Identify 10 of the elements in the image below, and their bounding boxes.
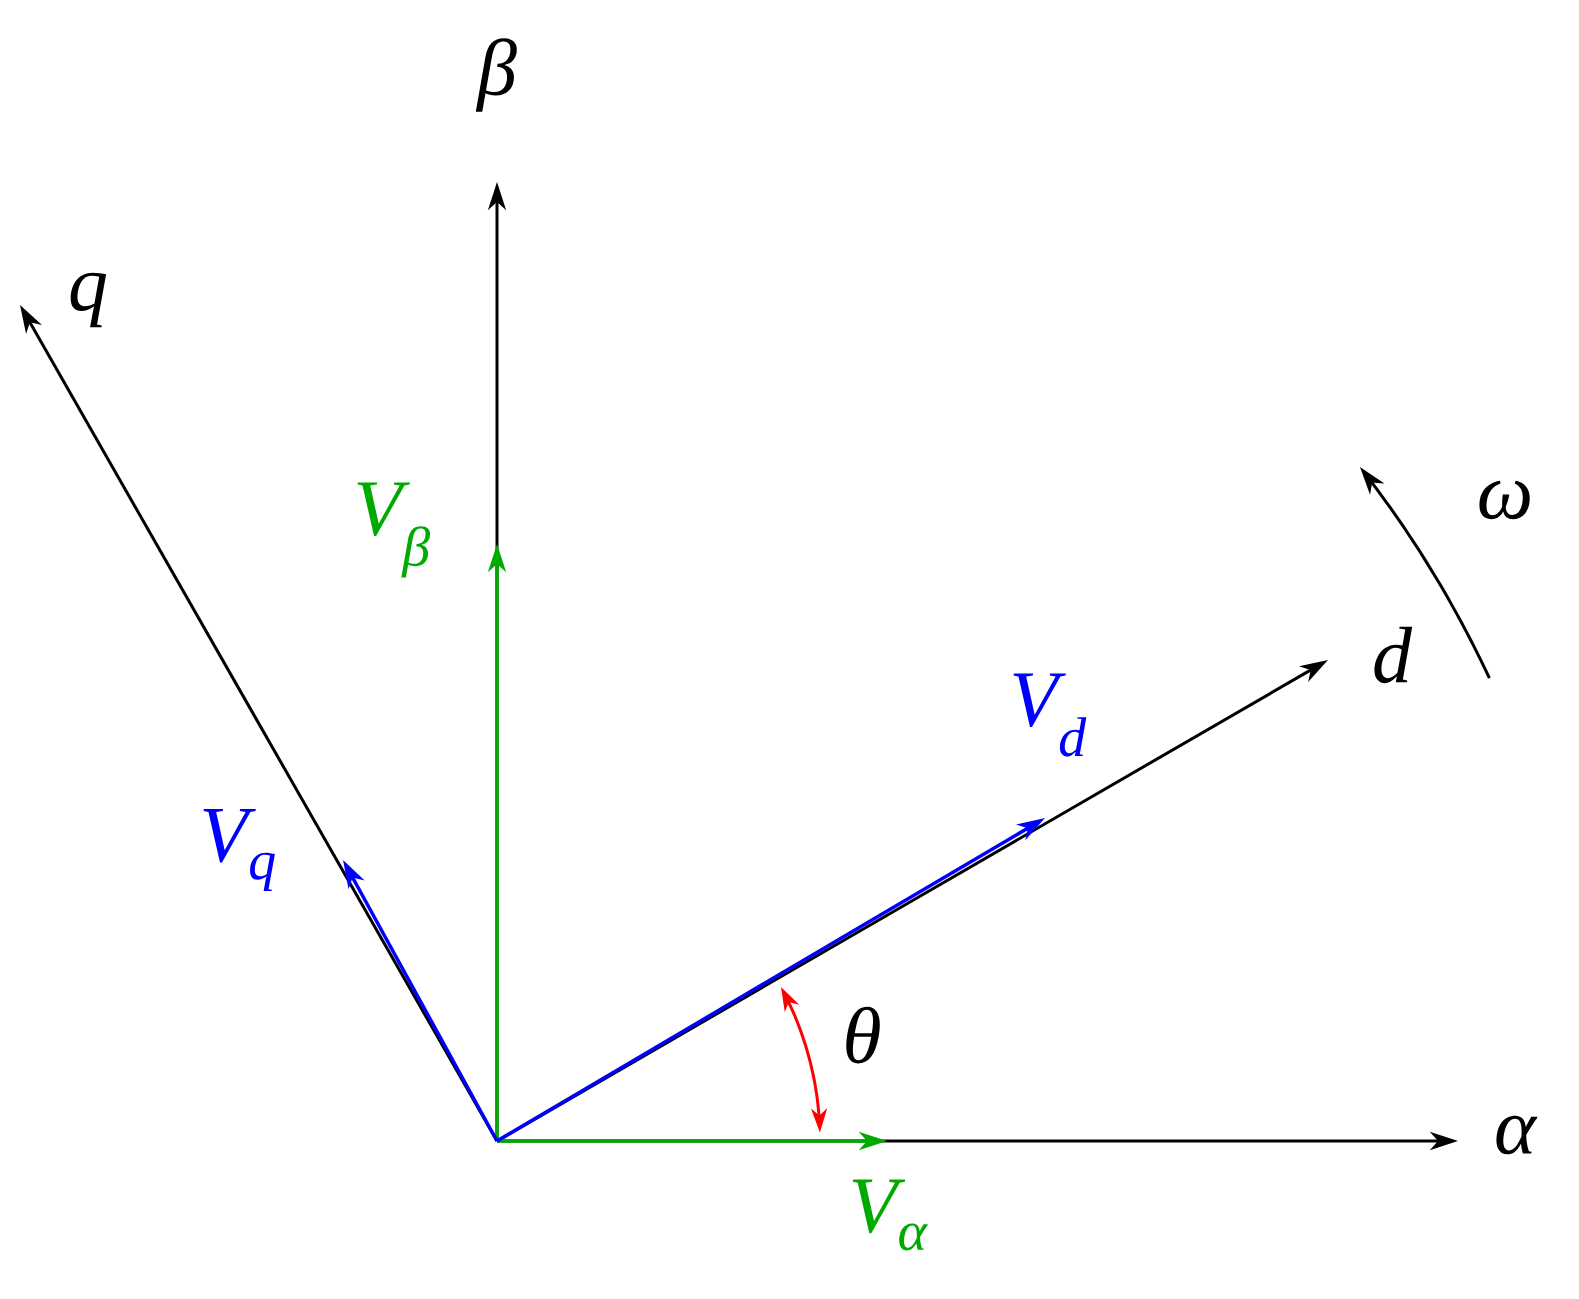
axis-label: α: [1496, 1115, 1538, 1155]
vector-label: V$_{d}$: [1013, 673, 1087, 757]
angle-label: θ: [846, 1006, 880, 1064]
axis-label: q: [70, 272, 107, 328]
vector-label: V$_{β}$: [357, 482, 431, 578]
axis-label: d: [1374, 626, 1413, 684]
vector-label: V$_{q}$: [203, 808, 275, 892]
rotation-label: ω: [1479, 480, 1530, 520]
axis-label: β: [475, 38, 517, 112]
vector-label: V$_{α}$: [852, 1179, 928, 1251]
